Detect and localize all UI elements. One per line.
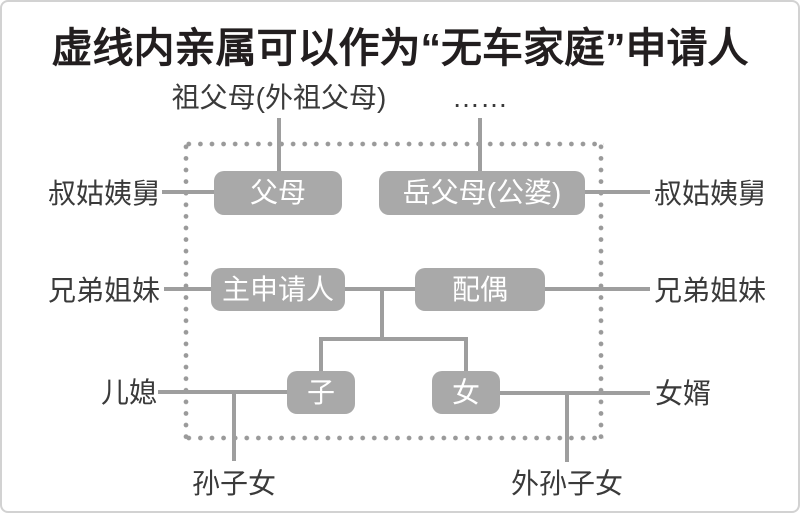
line-branch-to-daughter — [464, 337, 468, 375]
node-parents-in-law: 岳父母(公婆) — [379, 171, 585, 215]
node-main-applicant: 主申请人 — [211, 268, 345, 311]
line-daughter-in-law-to-son — [158, 390, 290, 394]
line-children-branch — [319, 337, 468, 341]
label-son-in-law: 女婿 — [655, 378, 712, 409]
line-inlaws-to-right-uncles — [583, 190, 650, 194]
label-left-uncles-aunts: 叔姑姨舅 — [47, 178, 160, 209]
node-daughter: 女 — [432, 371, 500, 414]
line-ellipsis-to-inlaws — [478, 118, 482, 176]
label-son-grandchildren: 孙子女 — [191, 468, 277, 499]
label-grandparents: 祖父母(外祖父母) — [171, 82, 387, 113]
label-daughter-grandchildren: 外孙子女 — [510, 468, 624, 499]
label-right-uncles-aunts: 叔姑姨舅 — [654, 178, 767, 209]
node-spouse: 配偶 — [415, 268, 545, 311]
line-grandparents-to-parents — [277, 118, 281, 176]
line-to-son-grandchildren — [232, 392, 236, 461]
line-branch-to-son — [319, 337, 323, 375]
line-spouse-to-right-siblings — [543, 287, 650, 291]
line-to-daughter-grandchildren — [565, 393, 569, 462]
line-left-uncles-to-parents — [162, 190, 216, 194]
label-left-siblings: 兄弟姐妹 — [47, 275, 160, 306]
page-title: 虚线内亲属可以作为“无车家庭”申请人 — [51, 25, 749, 71]
label-ellipsis-ancestors: …… — [452, 82, 508, 113]
node-son: 子 — [287, 371, 355, 414]
line-left-siblings-to-applicant — [164, 287, 214, 291]
node-parents: 父母 — [214, 171, 342, 215]
line-couple-to-branch — [380, 289, 384, 339]
label-right-siblings: 兄弟姐妹 — [654, 275, 767, 306]
line-daughter-to-son-in-law — [498, 391, 650, 395]
line-applicant-to-spouse — [342, 287, 418, 291]
label-daughter-in-law: 儿媳 — [100, 377, 157, 408]
